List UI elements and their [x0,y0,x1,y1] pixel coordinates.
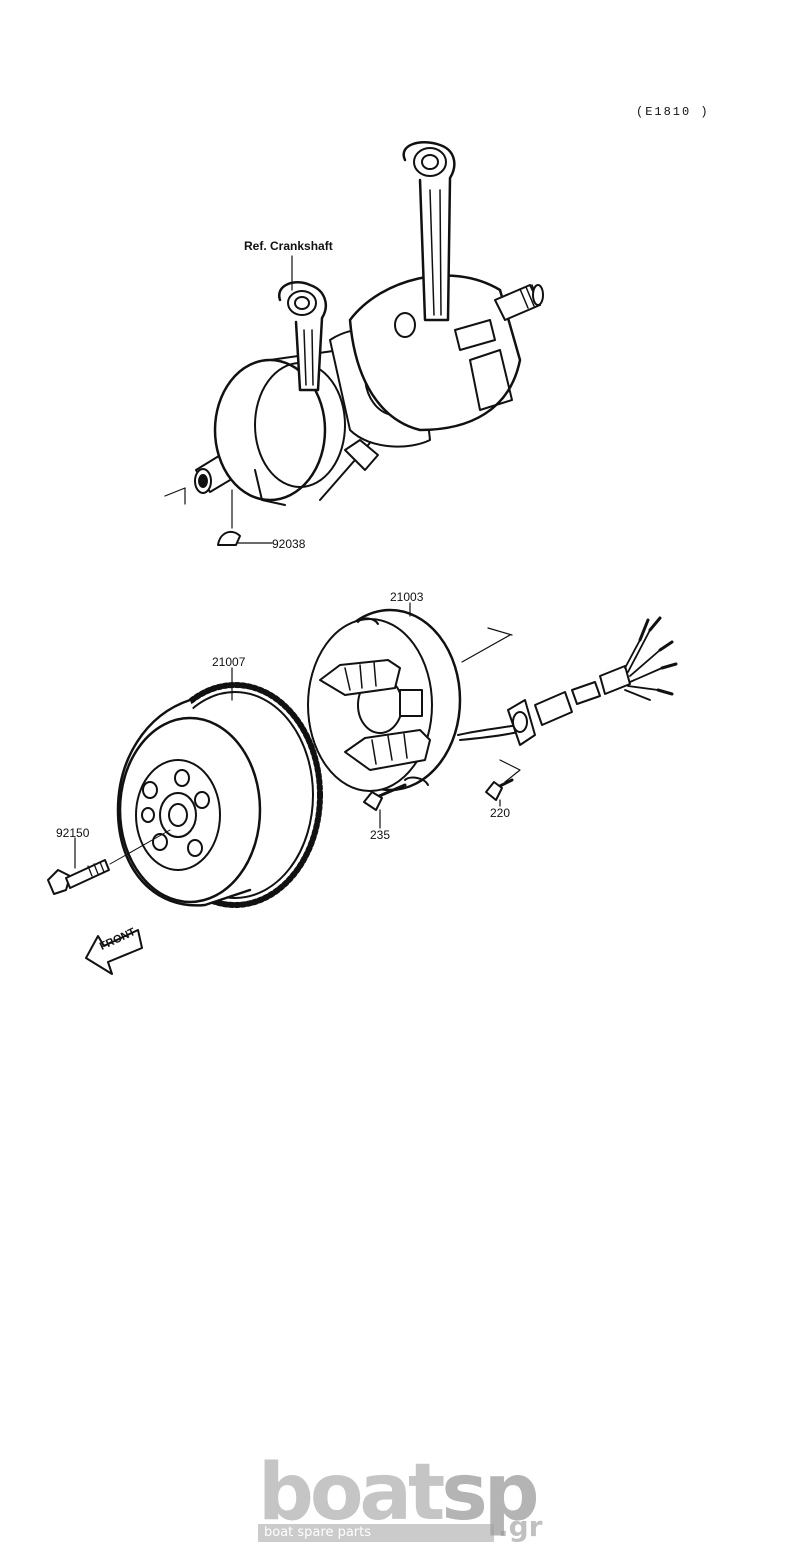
screw-220-drawing [485,759,521,807]
watermark-suffix: .gr [498,1510,543,1543]
stator-plate-drawing [307,608,678,792]
label-21003: 21003 [390,590,424,604]
label-235: 235 [370,828,391,842]
diagram-drawing [47,141,678,975]
guide-mark-2 [461,627,513,663]
label-220: 220 [490,806,511,820]
crankshaft-drawing [194,141,544,506]
watermark-brand: boatsp [258,1454,540,1532]
woodruff-key-drawing [217,489,273,546]
diagram-code: (E1810 ) [636,105,710,119]
label-ref-crankshaft: Ref. Crankshaft [244,239,333,253]
label-92150: 92150 [56,826,90,840]
label-92038: 92038 [272,537,306,551]
flywheel-drawing [116,682,323,908]
parts-diagram: boatsp .gr boat spare parts (E1810 ) Ref… [47,105,710,1543]
watermark-tagline: boat spare parts [264,1525,372,1540]
bolt-92150-drawing [47,829,171,895]
front-arrow-icon [85,929,143,975]
guide-mark [164,487,186,505]
label-21007: 21007 [212,655,246,669]
screw-235-drawing [363,783,407,829]
